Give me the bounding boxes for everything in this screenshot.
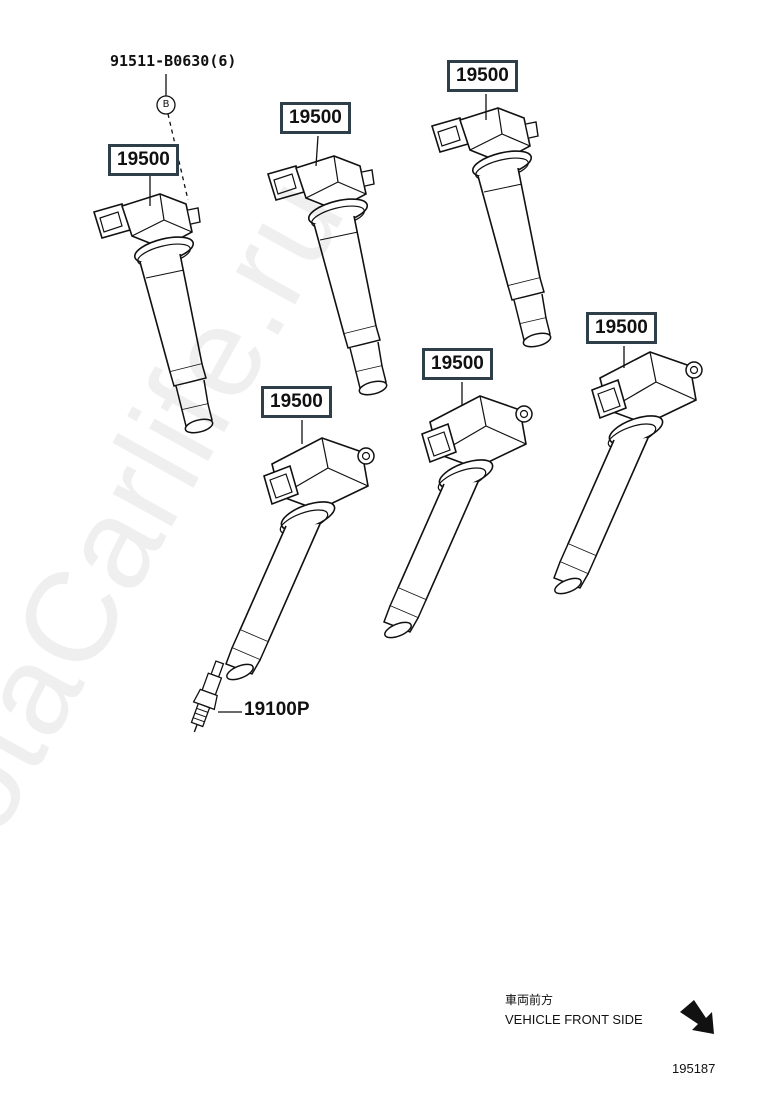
leader-lines: [149, 74, 625, 713]
bolt-part-label[interactable]: 91511-B0630(6): [110, 52, 237, 70]
ignition-coil-1: [93, 193, 215, 437]
front-side-arrow-icon: [680, 1000, 714, 1034]
diagram-number: 195187: [672, 1061, 716, 1076]
ignition-coil-6: [551, 351, 703, 598]
callout-coil-4[interactable]: 19500: [261, 386, 332, 418]
spark-plug-part-label[interactable]: 19100P: [244, 699, 310, 720]
bolt-marker-circle: [156, 95, 176, 115]
callout-coil-2[interactable]: 19500: [280, 102, 351, 134]
ignition-coil-5: [381, 395, 533, 642]
bolt-marker-letter: B: [162, 99, 170, 110]
front-side-english: VEHICLE FRONT SIDE: [505, 1012, 643, 1027]
callout-coil-3[interactable]: 19500: [447, 60, 518, 92]
callout-coil-1[interactable]: 19500: [108, 144, 179, 176]
callout-coil-6[interactable]: 19500: [586, 312, 657, 344]
ignition-coil-4: [223, 437, 375, 684]
front-side-japanese: 車両前方: [505, 993, 554, 1007]
ignition-coil-3: [431, 107, 553, 351]
ignition-coil-2: [267, 155, 389, 399]
spark-plug: [190, 660, 225, 733]
callout-coil-5[interactable]: 19500: [422, 348, 493, 380]
